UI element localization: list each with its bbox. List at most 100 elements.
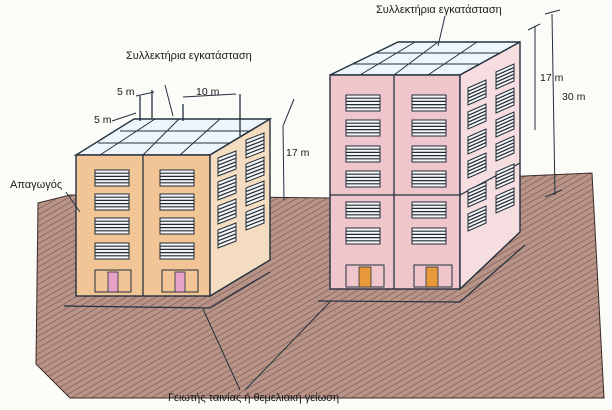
dim-line-17m-left <box>282 98 295 127</box>
window-frame <box>411 227 447 245</box>
window-louver <box>495 170 515 180</box>
window-frame <box>411 94 447 112</box>
window-louver <box>217 154 237 163</box>
window-louver <box>495 97 515 107</box>
window-frame <box>94 217 130 235</box>
window-louver <box>467 188 487 198</box>
grounding-leader <box>244 301 331 391</box>
window <box>217 198 237 225</box>
window <box>467 205 487 232</box>
dim-tick <box>544 189 563 198</box>
window-louver <box>217 157 237 166</box>
window <box>345 201 381 219</box>
window-louver <box>217 205 237 214</box>
window-louver <box>467 113 487 123</box>
window <box>345 94 381 112</box>
window-louver <box>217 233 237 242</box>
window-louver <box>467 219 487 229</box>
dim-line-10m <box>182 93 237 98</box>
window-louver <box>245 218 265 227</box>
window-louver <box>495 142 515 152</box>
window <box>411 170 447 188</box>
window-louver <box>467 117 487 127</box>
window-louver <box>245 136 265 145</box>
window-louver <box>217 202 237 211</box>
window-frame <box>495 163 515 190</box>
window-frame <box>217 222 237 249</box>
window-louver <box>467 155 487 165</box>
roof-grid-line <box>359 41 416 76</box>
collector-label-right: Συλλεκτήρια εγκατάσταση <box>376 4 502 16</box>
window-frame <box>411 201 447 219</box>
window-frame <box>467 152 487 179</box>
left-doors <box>94 269 199 293</box>
conductor-leader <box>65 191 81 213</box>
collector-label-left: Συλλεκτήρια εγκατάσταση <box>126 50 252 62</box>
window-frame <box>217 150 237 177</box>
window-louver <box>495 190 515 200</box>
window-louver <box>245 211 265 220</box>
window-louver <box>467 215 487 225</box>
window <box>245 180 265 207</box>
collector-leader-right <box>437 15 446 47</box>
window-louver <box>245 167 265 176</box>
roof-grid-line <box>393 41 439 76</box>
window-louver <box>467 89 487 99</box>
window <box>467 152 487 179</box>
grounding-tape <box>63 244 526 391</box>
window-louver <box>495 125 515 135</box>
window-frame <box>159 217 195 235</box>
left-front-windows <box>94 169 195 260</box>
door <box>358 266 372 288</box>
dim-line-17m-right <box>527 23 541 31</box>
window-frame <box>345 201 381 219</box>
window-louver <box>495 90 515 100</box>
window-louver <box>467 162 487 172</box>
window-frame <box>495 63 515 90</box>
window-louver <box>467 191 487 201</box>
window-louver <box>217 178 237 187</box>
window-louver <box>495 177 515 187</box>
window <box>495 87 515 114</box>
window-frame <box>411 145 447 163</box>
window-louver <box>467 106 487 116</box>
window-louver <box>217 229 237 238</box>
window-louver <box>217 161 237 170</box>
window-louver <box>217 236 237 245</box>
window <box>159 193 195 211</box>
window-louver <box>217 185 237 194</box>
window <box>411 227 447 245</box>
roof-grid-line <box>179 118 221 156</box>
window-louver <box>467 110 487 120</box>
window-frame <box>495 111 515 138</box>
dim-label-17m-left: 17 m <box>286 147 310 159</box>
window-louver <box>467 195 487 205</box>
window-louver <box>495 145 515 155</box>
window-louver <box>495 94 515 104</box>
window <box>495 111 515 138</box>
dim-label-17m-right: 17 m <box>540 72 564 84</box>
window-louver <box>495 70 515 80</box>
window-louver <box>217 188 237 197</box>
window-louver <box>217 209 237 218</box>
window-louver <box>495 73 515 83</box>
right-side-windows <box>467 63 515 232</box>
window-frame <box>495 87 515 114</box>
window-louver <box>245 215 265 224</box>
window <box>345 119 381 137</box>
dim-label-5m-top: 5 m <box>117 86 135 98</box>
window <box>345 145 381 163</box>
ground-tape-left <box>63 271 271 309</box>
window-louver <box>495 66 515 76</box>
conductor-label: Απαγωγός <box>10 179 63 191</box>
window <box>411 94 447 112</box>
window-louver <box>495 114 515 124</box>
window-frame <box>467 79 487 106</box>
window <box>495 135 515 162</box>
roof-grid-line <box>99 118 156 156</box>
window <box>217 174 237 201</box>
dim-tick <box>544 9 561 15</box>
roof-grid-line <box>427 41 478 76</box>
window-frame <box>245 180 265 207</box>
right-front-windows <box>345 94 447 245</box>
